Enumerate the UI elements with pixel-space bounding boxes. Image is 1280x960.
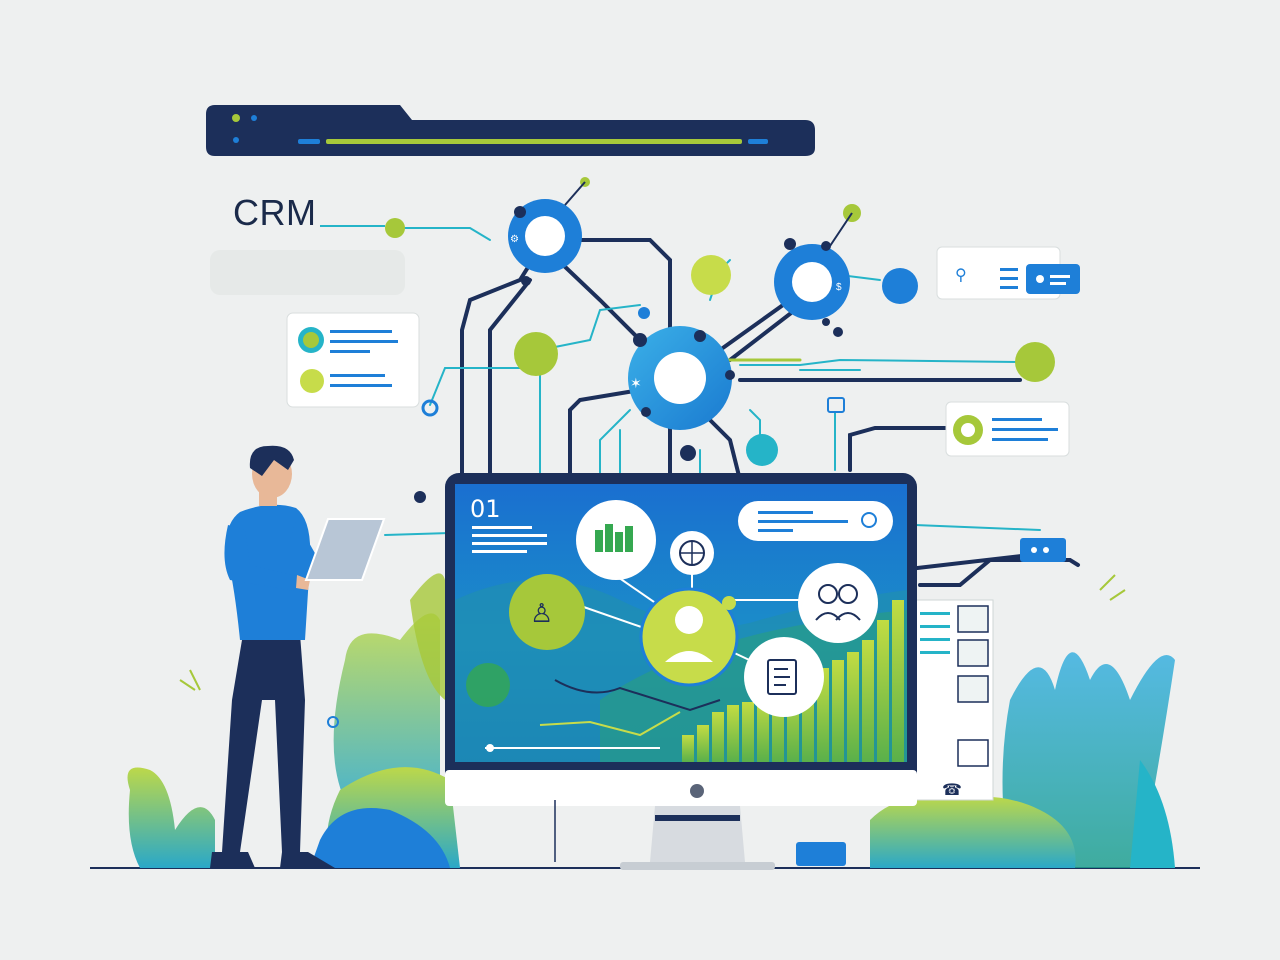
screen-number: 01 (470, 495, 501, 523)
screen-content: ♙ (455, 500, 907, 762)
svg-text:☎: ☎ (942, 782, 962, 799)
worker-icon (639, 587, 739, 687)
globe-icon (670, 531, 714, 575)
team-icon: ♙ (509, 574, 585, 650)
plant-icon (127, 573, 1175, 868)
svg-text:✶: ✶ (630, 375, 642, 391)
gear-node-icon: ⚙ (508, 177, 590, 286)
info-card-left (286, 312, 420, 408)
hub-node-icon: ✶ (628, 307, 735, 461)
tablet-icon (304, 518, 386, 581)
document-icon (744, 637, 824, 717)
person (210, 445, 386, 868)
info-card-right (945, 401, 1070, 457)
svg-text:⚲: ⚲ (955, 267, 967, 284)
svg-text:$: $ (836, 282, 842, 293)
server-panel: ☎ (912, 599, 994, 801)
faded-panel (210, 250, 405, 295)
users-icon (798, 563, 878, 643)
small-badge (1020, 538, 1066, 562)
page-title: CRM (233, 192, 317, 233)
decor-marks (179, 574, 1126, 866)
chart-icon (576, 500, 656, 580)
browser-bar-icon (206, 105, 815, 156)
network-nodes (385, 218, 1055, 503)
svg-text:♙: ♙ (530, 598, 553, 628)
chart-icon (682, 600, 904, 762)
info-card-top-right: ⚲ (936, 246, 1080, 300)
svg-text:⚙: ⚙ (510, 234, 519, 245)
gear-node-icon: $ (774, 204, 861, 337)
